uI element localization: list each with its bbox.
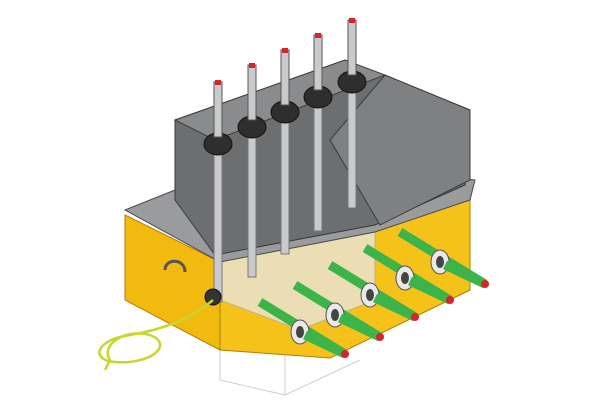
vertical-rod (213, 151, 223, 303)
base-outline (219, 345, 361, 396)
vertical-rod (247, 134, 257, 278)
cover-sloped-panel (329, 74, 471, 226)
pipe-tip (341, 350, 349, 358)
bushing-cap (215, 80, 221, 85)
ring-hole (296, 326, 304, 338)
bushing-stem (313, 34, 323, 91)
ground-terminal (204, 288, 222, 306)
ring-hole (436, 256, 444, 268)
ring-hole (401, 272, 409, 284)
ring-hole (366, 289, 374, 301)
vertical-rod (347, 89, 357, 209)
pipe-tip (481, 280, 489, 288)
bushing-stem (213, 81, 223, 138)
vertical-rod (280, 119, 290, 255)
bushing-stem (347, 19, 357, 76)
pipe-tip (411, 313, 419, 321)
green-pipe-exterior (338, 313, 382, 342)
vertical-rod (313, 104, 323, 232)
cable-pipes (257, 228, 489, 359)
bushing-cap (249, 63, 255, 68)
bushing-stem (247, 64, 257, 121)
bushing-cap (315, 33, 321, 38)
ground-wire (98, 299, 214, 371)
bushing-cap (282, 48, 288, 53)
green-pipe-exterior (373, 293, 417, 322)
pipe-tip (376, 333, 384, 341)
bushing-stem (280, 49, 290, 106)
bushing-cap (349, 18, 355, 23)
pipe-tip (446, 296, 454, 304)
handle (163, 259, 187, 273)
green-pipe-exterior (303, 330, 347, 359)
ring-hole (331, 309, 339, 321)
bushings (203, 18, 367, 156)
vertical-rods (213, 89, 357, 303)
green-pipe-exterior (443, 260, 487, 289)
green-pipe-exterior (408, 276, 452, 305)
